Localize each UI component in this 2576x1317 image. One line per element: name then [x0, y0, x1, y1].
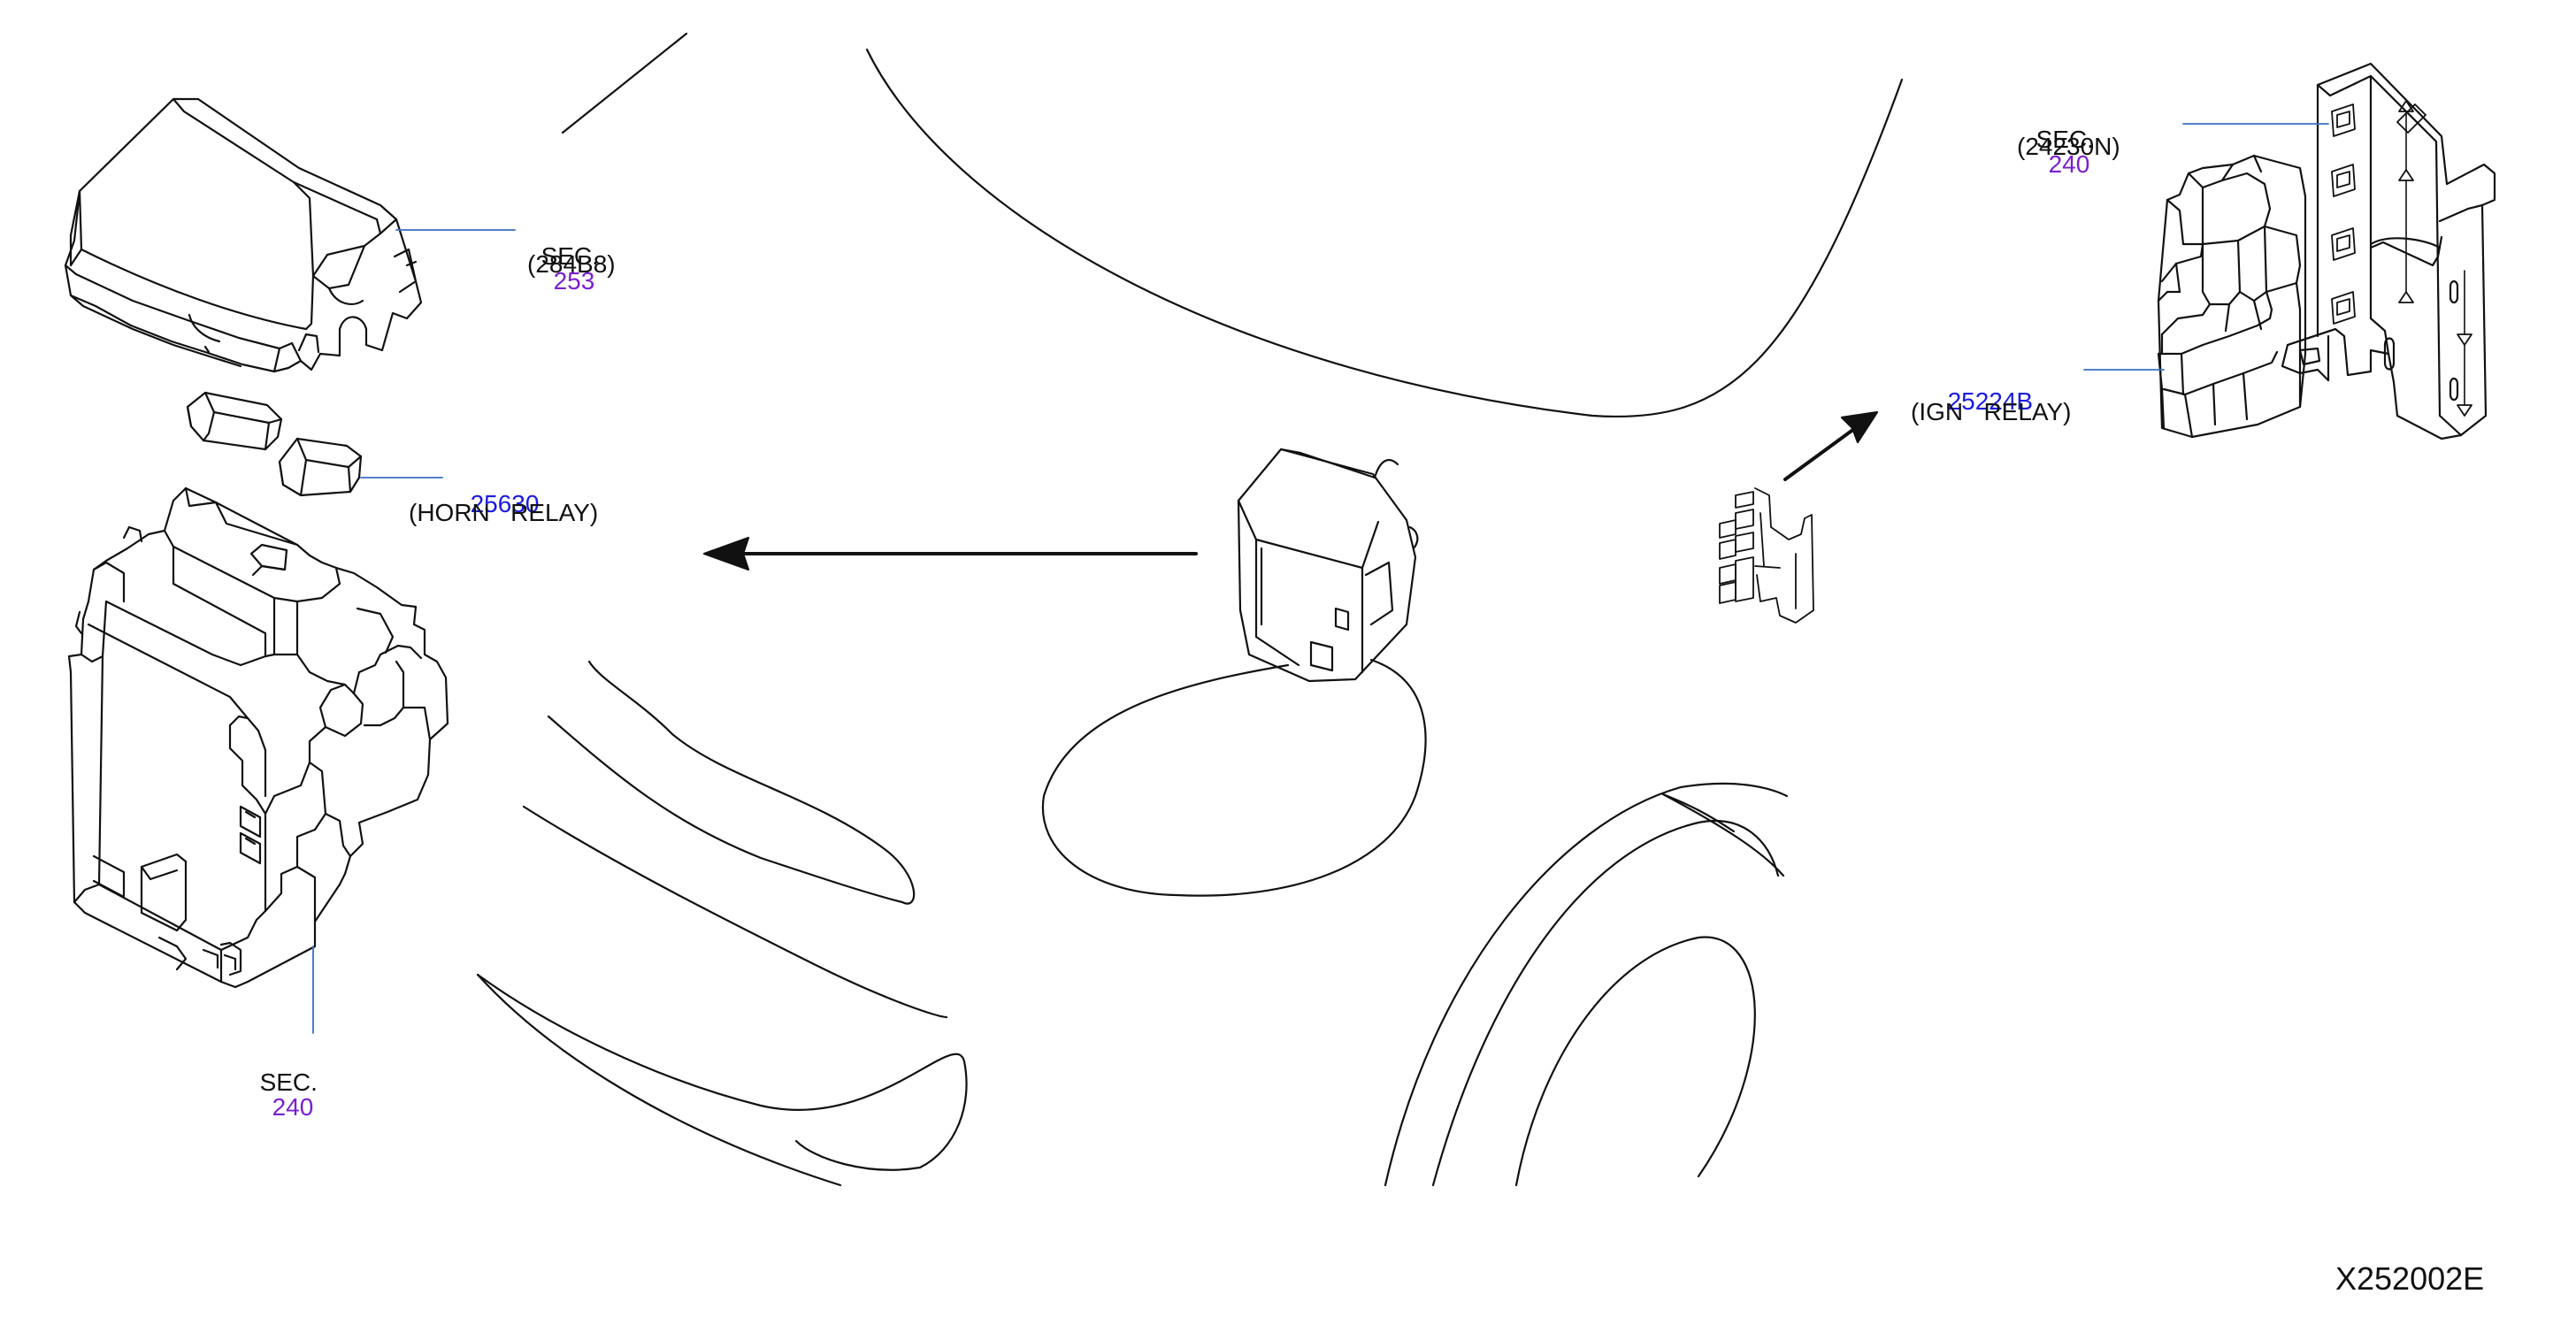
callout-cover-sec: SEC. 253 — [527, 219, 599, 294]
arrow-to-relay-bracket — [1783, 410, 1879, 481]
relay-bracket — [2157, 62, 2496, 440]
ign-relay-part-link[interactable]: 25224B — [1947, 387, 2034, 415]
callout-box-sec: SEC. 240 — [246, 1045, 318, 1120]
section-link[interactable]: 253 — [553, 267, 595, 295]
small-relay-left — [186, 391, 283, 451]
horn-relay-part-link[interactable]: 25630 — [470, 490, 540, 517]
callout-bracket-sec: SEC. 240 — [2022, 103, 2094, 177]
locator-fuse-box — [1041, 448, 1427, 897]
leader-lines — [312, 123, 2329, 1034]
section-link[interactable]: 240 — [2048, 150, 2090, 178]
section-prefix: SEC. — [259, 1068, 318, 1096]
cover-part-number: (284B8) — [527, 250, 616, 278]
callout-ign-relay: 25224B — [1934, 364, 2034, 415]
ign-relay-name: (IGN RELAY) — [1911, 398, 2072, 425]
fuse-box-cover — [64, 97, 423, 373]
arrow-to-fuse-box — [702, 536, 1198, 571]
vehicle-outline — [476, 32, 1904, 1187]
horn-relay — [278, 437, 363, 497]
bracket-part-number: (24230N) — [2017, 133, 2120, 160]
callout-horn-relay: 25630 — [456, 467, 540, 517]
section-prefix: SEC. — [2036, 126, 2094, 153]
diagram-code: X252002E — [2335, 1260, 2485, 1297]
section-prefix: SEC. — [540, 242, 599, 270]
section-link[interactable]: 240 — [272, 1093, 314, 1121]
horn-relay-name: (HORN RELAY) — [409, 499, 599, 526]
locator-relay-bracket — [1719, 487, 1814, 624]
fuse-box-base — [67, 486, 449, 989]
